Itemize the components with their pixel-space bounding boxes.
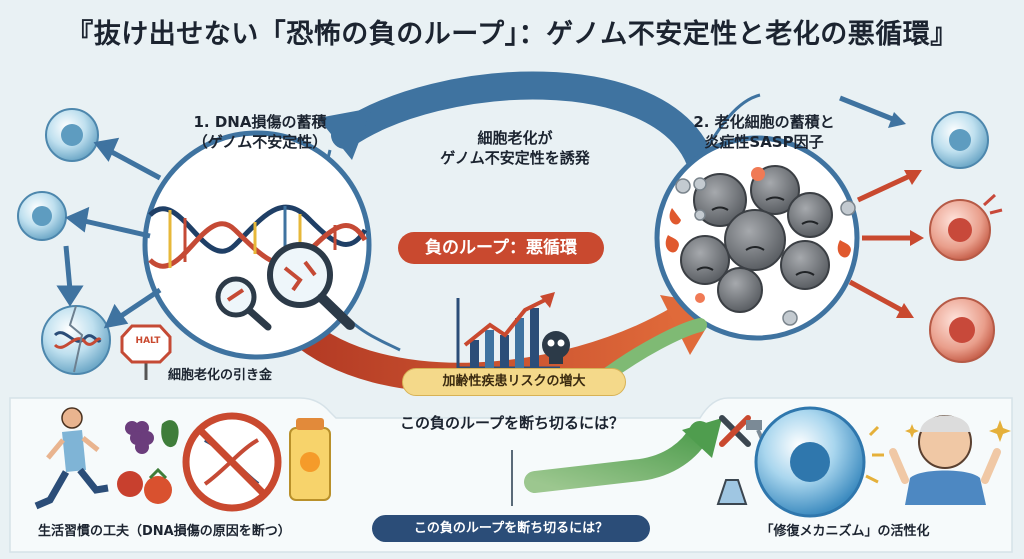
risk-badge: 加齢性疾患リスクの増大: [402, 368, 626, 396]
inflamed-cell-icon: [930, 298, 994, 362]
step2-line2: 炎症性SASP因子: [664, 132, 864, 152]
damaged-cell-icon: [42, 306, 110, 374]
left-arrows: [61, 141, 160, 325]
page-title: 『抜け出せない「恐怖の負のループ」：ゲノム不安定性と老化の悪循環』: [0, 12, 1024, 51]
healthy-cell-icon: [18, 192, 66, 240]
lifestyle-label: 生活習慣の工夫（DNA損傷の原因を断つ）: [38, 520, 291, 539]
break-question: この負のループを断ち切るには？: [352, 412, 672, 433]
break-question-pill: この負のループを断ち切るには？: [372, 515, 650, 542]
inflamed-cell-icon: [930, 195, 1002, 260]
sunscreen-icon: [290, 418, 330, 500]
halt-sign-icon: [122, 326, 170, 380]
healthy-cell-icon: [932, 112, 988, 168]
step1-line1: 1. DNA損傷の蓄積: [160, 112, 360, 132]
step2-label: 2. 老化細胞の蓄積と 炎症性SASP因子: [664, 112, 864, 152]
induce-line2: ゲノム不安定性を誘発: [420, 148, 610, 168]
trigger-label: 細胞老化の引き金: [168, 364, 272, 383]
halt-sign-text: HALT: [125, 336, 171, 346]
no-dna-damage-icon: [186, 416, 278, 508]
loop-badge: 負のループ：悪循環: [398, 232, 604, 264]
repair-label: 「修復メカニズム」の活性化: [715, 520, 975, 539]
healthy-cell-icon: [46, 109, 98, 161]
step1-line2: （ゲノム不安定性）: [160, 132, 360, 152]
step2-line1: 2. 老化細胞の蓄積と: [664, 112, 864, 132]
step1-label: 1. DNA損傷の蓄積 （ゲノム不安定性）: [160, 112, 360, 152]
induce-line1: 細胞老化が: [420, 128, 610, 148]
induce-label: 細胞老化が ゲノム不安定性を誘発: [420, 128, 610, 168]
